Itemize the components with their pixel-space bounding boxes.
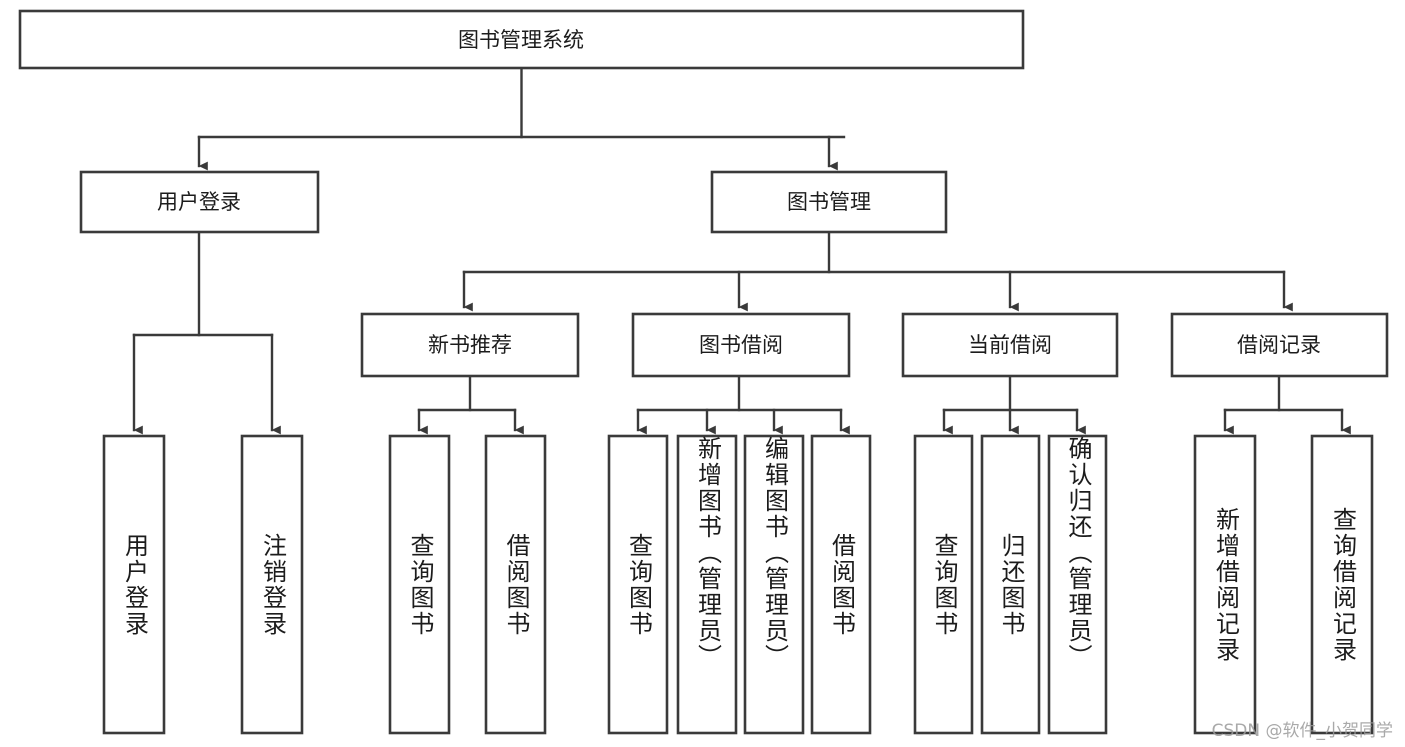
leaf-rect-new-book-2[interactable]	[484, 434, 547, 735]
node-current-borrow[interactable]: 当前借阅	[901, 312, 1119, 378]
node-new-book-recommend-label: 新书推荐	[428, 333, 512, 357]
node-root[interactable]: 图书管理系统	[18, 9, 1025, 70]
leaf-rect-user-login-1[interactable]	[102, 434, 166, 735]
leaf-rect-book-borrow-4[interactable]	[810, 434, 872, 735]
node-book-borrow[interactable]: 图书借阅	[631, 312, 851, 378]
node-user-login-rect	[79, 170, 320, 234]
node-borrow-record-label: 借阅记录	[1237, 333, 1321, 357]
node-borrow-record[interactable]: 借阅记录	[1170, 312, 1389, 378]
leaf-rect-current-borrow-1[interactable]	[913, 434, 974, 735]
node-book-manage-rect	[710, 170, 948, 234]
node-borrow-record-rect	[1170, 312, 1389, 378]
leaf-rect-borrow-record-2[interactable]	[1310, 434, 1374, 735]
node-book-borrow-rect	[631, 312, 851, 378]
node-book-borrow-label: 图书借阅	[699, 333, 783, 357]
leaf-rect-book-borrow-1[interactable]	[607, 434, 669, 735]
node-root-rect	[18, 9, 1025, 70]
node-user-login[interactable]: 用户登录	[79, 170, 320, 234]
node-current-borrow-rect	[901, 312, 1119, 378]
node-user-login-label: 用户登录	[157, 190, 241, 214]
leaf-rect-current-borrow-2[interactable]	[980, 434, 1041, 735]
node-root-label: 图书管理系统	[458, 28, 584, 52]
leaf-rect-new-book-1[interactable]	[388, 434, 451, 735]
leaf-rect-current-borrow-3[interactable]	[1047, 434, 1108, 735]
node-book-manage-label: 图书管理	[787, 190, 871, 214]
leaf-rect-borrow-record-1[interactable]	[1193, 434, 1257, 735]
node-book-manage[interactable]: 图书管理	[710, 170, 948, 234]
leaf-rect-book-borrow-3[interactable]	[743, 434, 805, 735]
node-new-book-recommend[interactable]: 新书推荐	[360, 312, 580, 378]
node-new-book-recommend-rect	[360, 312, 580, 378]
node-current-borrow-label: 当前借阅	[968, 333, 1052, 357]
leaf-rect-user-login-2[interactable]	[240, 434, 304, 735]
leaf-rect-book-borrow-2[interactable]	[676, 434, 738, 735]
